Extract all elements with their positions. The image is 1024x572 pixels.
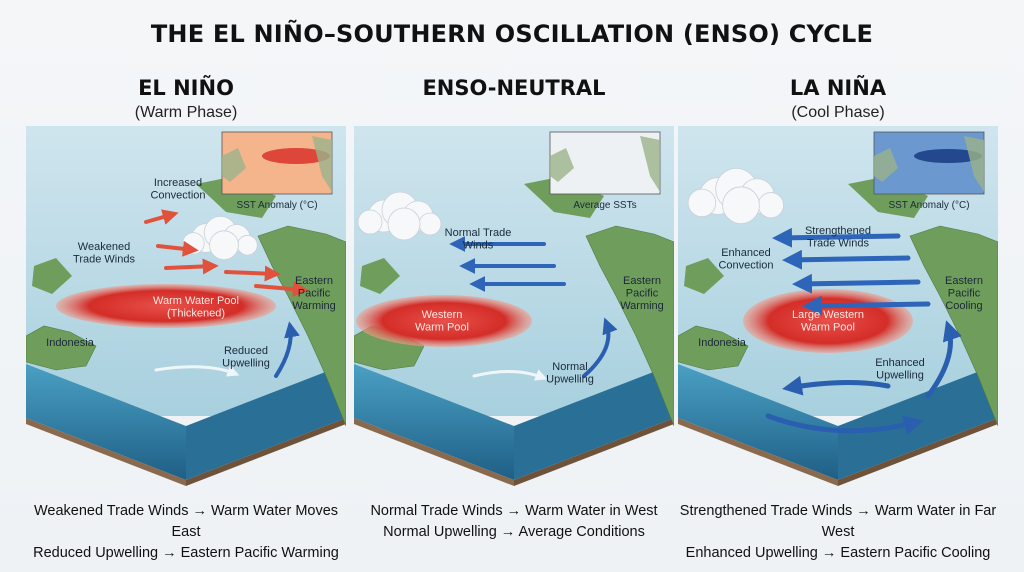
ocean-depth-left bbox=[678, 364, 838, 480]
wind-arrow bbox=[224, 265, 281, 282]
ocean-depth-right bbox=[514, 364, 674, 480]
seafloor bbox=[186, 418, 346, 486]
inset-label: Average SSTs bbox=[573, 200, 636, 211]
warm-water-pool bbox=[56, 284, 276, 328]
panel-title: EL NIÑO bbox=[138, 76, 234, 100]
current-arrow bbox=[582, 317, 618, 378]
panel-la-nina: LA NIÑA (Cool Phase) SST Anomaly (°C) Enh… bbox=[678, 76, 998, 561]
panel-title: LA NIÑA bbox=[789, 76, 887, 100]
cloud-icon bbox=[182, 215, 258, 260]
indonesia-label: Indonesia bbox=[46, 337, 95, 349]
current-arrow bbox=[925, 320, 962, 399]
warm-water-pool bbox=[356, 295, 532, 347]
caption-line-2: Reduced Upwelling → Eastern Pacific Warm… bbox=[33, 545, 339, 561]
deep-current bbox=[765, 413, 924, 436]
wind-arrow bbox=[802, 295, 931, 316]
indonesia-label: Indonesia bbox=[698, 337, 747, 349]
caption-line-1: Normal Trade Winds → Warm Water in West bbox=[370, 503, 658, 519]
seafloor bbox=[354, 418, 514, 486]
wind-arrow bbox=[792, 273, 921, 294]
panel-el-nino: EL NIÑO (Warm Phase) SST Anomaly (°C) Inc… bbox=[26, 76, 346, 561]
wind-arrow bbox=[156, 240, 199, 257]
caption-line-1: Weakened Trade Winds → Warm Water Moves … bbox=[33, 503, 339, 540]
ocean-depth-right bbox=[186, 364, 346, 480]
inset-label: SST Anomaly (°C) bbox=[236, 200, 317, 211]
seafloor bbox=[26, 418, 186, 486]
subsurface-current bbox=[154, 365, 240, 377]
caption-line-2: Enhanced Upwelling → Eastern Pacific Coo… bbox=[685, 545, 991, 561]
land-asia bbox=[32, 258, 72, 294]
wind-arrow bbox=[772, 227, 901, 248]
panel-title: ENSO-NEUTRAL bbox=[422, 76, 606, 100]
wind-arrow bbox=[782, 249, 911, 270]
deep-current bbox=[782, 375, 891, 396]
sst-inset-map bbox=[873, 131, 985, 195]
land-indonesia bbox=[26, 325, 97, 371]
subsurface-current bbox=[472, 369, 548, 381]
seafloor bbox=[514, 418, 674, 486]
inset-label: SST Anomaly (°C) bbox=[888, 200, 969, 211]
land-asia bbox=[360, 258, 400, 294]
land-indonesia bbox=[678, 325, 749, 371]
panel-caption: Weakened Trade Winds → Warm Water Moves … bbox=[26, 501, 346, 564]
caption-line-1: Strengthened Trade Winds → Warm Water in… bbox=[679, 503, 997, 540]
cloud-icon bbox=[357, 191, 442, 241]
wind-arrow bbox=[254, 281, 309, 298]
panel-subtitle: (Warm Phase) bbox=[134, 104, 238, 121]
wind-arrow bbox=[164, 258, 219, 275]
land-americas bbox=[909, 225, 998, 427]
land-asia bbox=[684, 258, 724, 294]
sst-inset-map bbox=[549, 131, 661, 195]
caption-line-2: Normal Upwelling → Average Conditions bbox=[383, 524, 645, 540]
seafloor bbox=[838, 418, 998, 486]
land-americas bbox=[585, 225, 674, 427]
panel-subtitle: (Cool Phase) bbox=[791, 104, 885, 121]
wind-arrow bbox=[144, 209, 179, 225]
panel-caption: Strengthened Trade Winds → Warm Water in… bbox=[678, 501, 998, 564]
current-arrow bbox=[274, 321, 300, 378]
panel-caption: Normal Trade Winds → Warm Water in West … bbox=[354, 501, 674, 543]
sst-inset-map bbox=[221, 131, 333, 195]
seafloor bbox=[678, 418, 838, 486]
ocean-depth-left bbox=[26, 364, 186, 480]
page-title: THE EL NIÑO–SOUTHERN OSCILLATION (ENSO) … bbox=[150, 20, 874, 48]
warm-pool-label: Warm Water Pool(Thickened) bbox=[153, 295, 239, 320]
ocean-depth-left bbox=[354, 364, 514, 480]
cloud-icon bbox=[687, 167, 784, 224]
